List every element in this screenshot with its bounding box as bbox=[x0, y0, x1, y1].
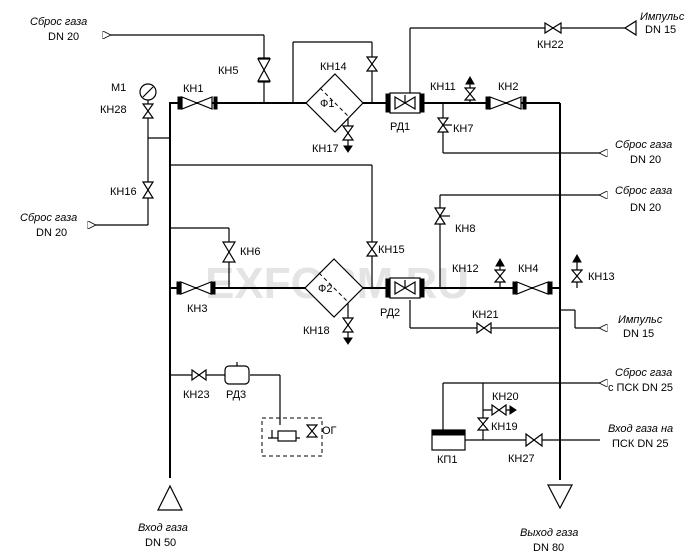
svg-text:DN 20: DN 20 bbox=[630, 202, 661, 214]
label-rd2: РД2 bbox=[380, 307, 400, 319]
label-kn16: КН16 bbox=[110, 186, 137, 198]
port-vent-right-1: Сброс газа DN 20 bbox=[615, 139, 672, 166]
label-kn21: КН21 bbox=[472, 309, 499, 321]
port-vent-psk: Сброс газа с ПСК DN 25 bbox=[608, 367, 673, 394]
svg-text:DN 15: DN 15 bbox=[623, 328, 654, 340]
label-f2: Ф2 bbox=[318, 283, 332, 295]
port-impulse-top: Импульс DN 15 bbox=[640, 11, 685, 36]
svg-text:Импульс: Импульс bbox=[618, 314, 663, 326]
label-kn6: КН6 bbox=[240, 246, 260, 258]
svg-text:DN 20: DN 20 bbox=[36, 227, 67, 239]
valve-kn21-icon bbox=[476, 321, 492, 335]
valve-kn7-icon bbox=[436, 117, 452, 133]
regulator-rd2-icon bbox=[385, 277, 425, 299]
label-kn4: КН4 bbox=[518, 263, 538, 275]
svg-text:DN 80: DN 80 bbox=[533, 542, 564, 554]
svg-text:Вход газа на: Вход газа на bbox=[608, 423, 673, 435]
svg-text:Сброс газа: Сброс газа bbox=[615, 185, 672, 197]
valve-kn17-icon bbox=[341, 118, 355, 153]
svg-text:Вход газа: Вход газа bbox=[138, 522, 188, 534]
safety-valve-kp1-icon bbox=[431, 429, 470, 451]
svg-text:DN 15: DN 15 bbox=[645, 24, 676, 36]
label-kn8: КН8 bbox=[455, 223, 475, 235]
label-f1: Ф1 bbox=[320, 98, 334, 110]
label-kn12: КН12 bbox=[452, 263, 479, 275]
label-kn22: КН22 bbox=[537, 39, 564, 51]
label-kn14: КН14 bbox=[320, 61, 347, 73]
filter-f2-icon bbox=[304, 258, 364, 318]
svg-text:Сброс газа: Сброс газа bbox=[30, 16, 87, 28]
regulator-rd3-icon bbox=[224, 362, 250, 385]
valve-kn4-icon bbox=[512, 281, 553, 295]
valve-kn18-icon bbox=[341, 302, 355, 345]
svg-text:Выход газа: Выход газа bbox=[520, 527, 578, 539]
label-kn27: КН27 bbox=[508, 453, 535, 465]
valve-kn11-icon bbox=[463, 75, 477, 103]
port-outlet-main: Выход газа DN 80 bbox=[520, 527, 578, 554]
regulator-rd1-icon bbox=[385, 92, 425, 114]
valve-kn1-icon bbox=[177, 96, 218, 110]
svg-text:Сброс газа: Сброс газа bbox=[615, 139, 672, 151]
valve-kn8-icon bbox=[433, 207, 450, 225]
valve-kn5-icon bbox=[256, 57, 272, 83]
svg-text:DN 20: DN 20 bbox=[630, 154, 661, 166]
svg-text:ПСК DN 25: ПСК DN 25 bbox=[612, 438, 669, 450]
valve-kn23-icon bbox=[191, 368, 207, 382]
label-kn11: КН11 bbox=[430, 81, 456, 93]
svg-text:Сброс газа: Сброс газа bbox=[615, 367, 672, 379]
valve-kn28-icon bbox=[141, 103, 155, 119]
label-kn5: КН5 bbox=[218, 65, 238, 77]
port-vent-right-2: Сброс газа DN 20 bbox=[615, 185, 672, 214]
label-kn23: КН23 bbox=[183, 389, 210, 401]
label-kn2: КН2 bbox=[498, 81, 518, 93]
valve-kn20-icon bbox=[491, 403, 517, 417]
svg-text:Сброс газа: Сброс газа bbox=[20, 212, 77, 224]
port-inlet-psk: Вход газа на ПСК DN 25 bbox=[608, 423, 673, 450]
svg-text:с ПСК DN 25: с ПСК DN 25 bbox=[608, 382, 673, 394]
valve-kn2-icon bbox=[485, 96, 527, 110]
filter-f1-icon bbox=[305, 73, 364, 133]
label-kp1: КП1 bbox=[437, 454, 457, 466]
piping bbox=[95, 27, 625, 480]
label-kn18: КН18 bbox=[303, 325, 330, 337]
valve-kn6-icon bbox=[221, 241, 237, 263]
port-vent-mid-left: Сброс газа DN 20 bbox=[20, 212, 77, 239]
valve-kn22-icon bbox=[544, 21, 562, 35]
valve-kn16-icon bbox=[141, 181, 155, 199]
shutoff-og-icon bbox=[261, 417, 323, 457]
port-impulse-mid: Импульс DN 15 bbox=[618, 314, 663, 340]
valve-kn13-icon bbox=[570, 253, 584, 283]
label-kn1: КН1 bbox=[183, 83, 203, 95]
label-kn19: КН19 bbox=[491, 421, 518, 433]
port-inlet-main: Вход газа DN 50 bbox=[138, 522, 188, 549]
valve-kn19-icon bbox=[476, 417, 490, 431]
inlet-main-symbol bbox=[157, 484, 183, 511]
svg-text:Импульс: Импульс bbox=[640, 11, 685, 23]
valve-kn12-icon bbox=[493, 257, 507, 288]
label-kn20: КН20 bbox=[492, 391, 519, 403]
valve-kn15-icon bbox=[365, 241, 379, 257]
label-kn28: КН28 bbox=[100, 104, 127, 116]
label-og: ОГ bbox=[322, 425, 337, 437]
manometer-m1-icon bbox=[139, 83, 157, 101]
port-vent-top-left: Сброс газа DN 20 bbox=[30, 16, 87, 43]
label-rd3: РД3 bbox=[226, 389, 246, 401]
svg-text:DN 50: DN 50 bbox=[145, 537, 176, 549]
label-kn3: КН3 bbox=[187, 303, 207, 315]
outlet-main-symbol bbox=[547, 484, 573, 510]
label-m1: М1 bbox=[111, 82, 126, 94]
valve-kn27-icon bbox=[525, 432, 543, 448]
label-kn15: КН15 bbox=[378, 244, 405, 256]
svg-text:DN 20: DN 20 bbox=[48, 31, 79, 43]
label-rd1: РД1 bbox=[390, 121, 410, 133]
label-kn17: КН17 bbox=[312, 143, 339, 155]
valve-kn3-icon bbox=[176, 281, 216, 295]
valve-kn14-icon bbox=[365, 56, 379, 72]
label-kn7: КН7 bbox=[453, 123, 473, 135]
label-kn13: КН13 bbox=[588, 271, 615, 283]
impulse-top-port-icon bbox=[623, 19, 637, 37]
